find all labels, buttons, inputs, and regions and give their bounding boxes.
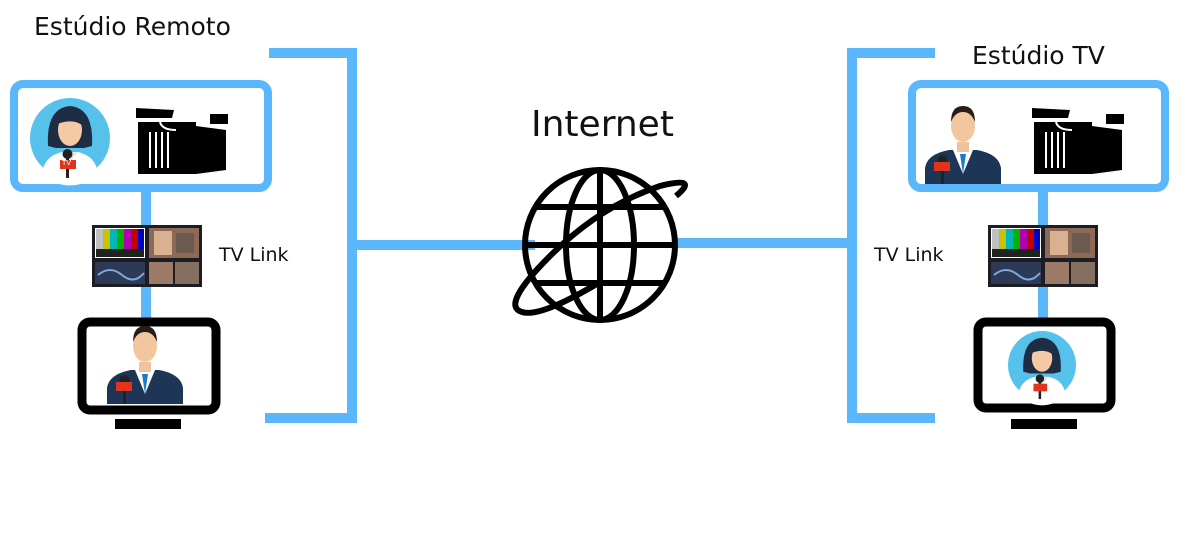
- tv-studio-title: Estúdio TV: [972, 41, 1105, 70]
- link-lines: [141, 48, 1048, 423]
- video-switcher-icon: [91, 224, 203, 288]
- internet-title: Internet: [531, 104, 674, 145]
- right-bracket-line: [847, 48, 935, 423]
- tv-link-left-label: TV Link: [219, 244, 289, 266]
- tv-link-right-label: TV Link: [874, 244, 944, 266]
- globe-icon: [512, 167, 688, 323]
- video-switcher-icon: [987, 224, 1099, 288]
- remote-studio-title: Estúdio Remoto: [34, 12, 231, 41]
- left-bracket-line: [265, 48, 357, 423]
- reporter-female-icon: [30, 98, 110, 186]
- reporter-female-icon: [1008, 331, 1076, 406]
- mic-badge-tv-left: TV: [61, 159, 71, 167]
